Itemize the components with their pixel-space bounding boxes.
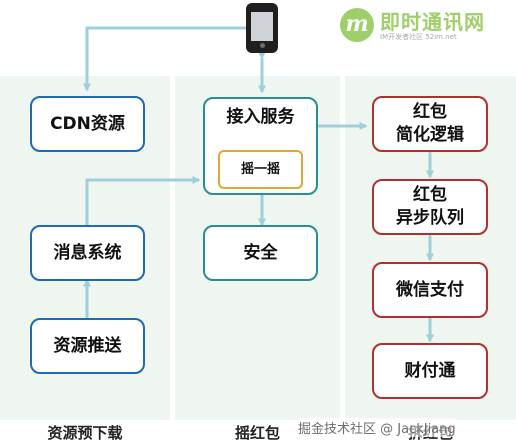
smartphone-icon [246,3,278,53]
watermark: 掘金技术社区 @ JackJiang [298,418,456,437]
node-shake: 摇一摇 [218,150,303,189]
logo-name: 即时通讯网 [380,10,485,34]
node-cdn-resources: CDN资源 [30,96,145,152]
node-red-packet-simplified-logic: 红包 简化逻辑 [372,96,488,152]
node-message-system: 消息系统 [30,225,145,281]
node-tenpay: 财付通 [372,343,488,399]
link-message-to-access [85,176,201,225]
node-red-packet-async-queue: 红包 异步队列 [372,179,488,235]
node-resource-push: 资源推送 [30,318,145,374]
site-logo: m 即时通讯网 IM开发者社区 52im.net [340,2,516,46]
node-wechat-pay: 微信支付 [372,262,488,318]
logo-subtitle: IM开发者社区 52im.net [380,33,457,41]
access-service-label: 接入服务 [226,107,295,127]
link-phone-to-cdn [83,26,246,92]
node-security: 安全 [203,225,318,281]
column-label-shake-red-packet: 摇红包 [234,424,280,442]
phone-home-button [259,43,265,48]
phone-screen [251,12,273,41]
column-label-resource-predownload: 资源预下载 [47,424,123,442]
logo-m-icon: m [340,8,374,42]
